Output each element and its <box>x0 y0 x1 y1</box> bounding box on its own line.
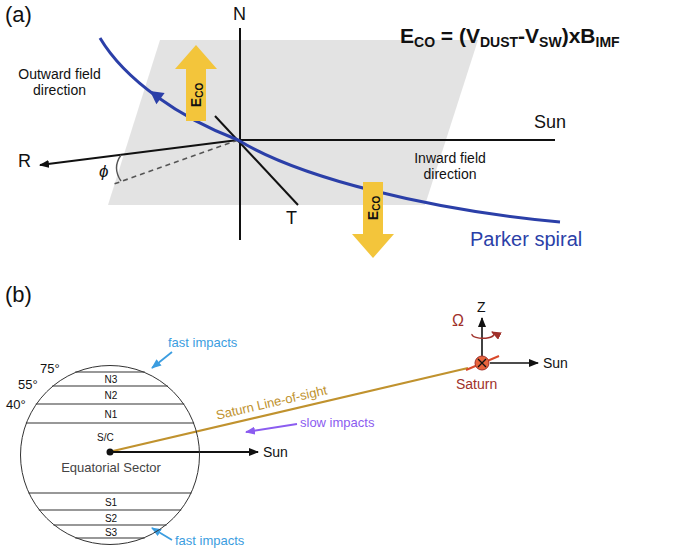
text-label: Sun <box>263 444 288 460</box>
formula-part: - <box>518 24 525 47</box>
text-label: ϕ <box>99 162 108 182</box>
latitude-band: N3 <box>81 373 141 387</box>
text-label: Outward field direction <box>12 66 107 98</box>
formula-part: B <box>580 24 595 47</box>
sector-label: Equatorial Sector <box>21 460 201 475</box>
field-arrowhead <box>146 85 165 104</box>
phi-arc <box>117 155 122 181</box>
efield-arrow: ECO <box>175 45 217 121</box>
saturn-ring <box>466 356 499 370</box>
efield-arrow: ECO <box>352 182 394 258</box>
text-label: fast impacts <box>168 336 237 351</box>
text-label: Sun <box>543 355 568 371</box>
band-label: S1 <box>81 494 141 511</box>
text-label: Saturn <box>456 376 497 392</box>
text-label: T <box>286 208 297 229</box>
text-label: Parker spiral <box>470 228 582 251</box>
formula-part: V <box>466 24 480 47</box>
formula-subscript: CO <box>414 34 435 50</box>
band-label: S2 <box>81 511 141 526</box>
text-label: Ω <box>452 312 464 330</box>
efield-subscript: CO <box>371 196 382 211</box>
latitude-band: S1 <box>81 494 141 511</box>
spin-arrow <box>472 332 494 338</box>
text-label: 75° <box>40 362 60 377</box>
panel-label: (b) <box>5 282 32 307</box>
saturn-sun-arrow <box>490 362 538 364</box>
ecliptic-plane <box>108 40 478 205</box>
formula-part: V <box>525 24 539 47</box>
yellow-arrow-fill <box>352 182 394 258</box>
saturn-line-of-sight <box>113 368 468 451</box>
text-label: Sun <box>534 112 566 133</box>
band-label: N1 <box>81 405 141 424</box>
spacecraft-dot <box>107 449 114 456</box>
formula-subscript: SW <box>539 34 562 50</box>
fast-impact-arrow <box>152 528 172 540</box>
formula-subscript: IMF <box>596 34 620 50</box>
formula-part: )x <box>562 24 581 47</box>
saturn-symbol <box>475 356 489 370</box>
text-label: N <box>233 4 246 25</box>
efield-subscript: CO <box>194 83 205 98</box>
band-label: S3 <box>81 526 141 539</box>
text-label: Z <box>477 299 486 315</box>
yellow-arrow-fill <box>175 45 217 121</box>
efield-label: ECO <box>365 196 382 220</box>
text-label: 55° <box>18 378 38 393</box>
detector-circle: S/C Equatorial Sector N3N2N1S1S2S3 <box>20 365 200 545</box>
text-label: fast impacts <box>175 534 244 549</box>
r-axis <box>40 140 238 165</box>
efield-symbol: E <box>365 211 381 220</box>
t-axis <box>215 116 298 205</box>
parker-spiral <box>100 38 560 222</box>
formula-part: = ( <box>435 24 466 47</box>
formula-subscript: DUST <box>480 34 518 50</box>
text-label: Inward field direction <box>405 150 495 182</box>
phi-dash <box>114 140 238 184</box>
n-axis <box>239 28 241 240</box>
text-label: R <box>18 151 31 172</box>
sun-arrow <box>113 451 258 453</box>
formula: ECO = (VDUST-VSW)xBIMF <box>400 24 620 50</box>
formula-part: E <box>400 24 414 47</box>
fast-impact-arrow <box>152 352 172 368</box>
saturn-cross <box>478 359 486 367</box>
band-lines <box>26 372 194 538</box>
z-axis <box>481 318 483 356</box>
latitude-band: N2 <box>81 387 141 405</box>
panel-label: (a) <box>5 2 32 27</box>
band-label: N2 <box>81 387 141 405</box>
latitude-band: S2 <box>81 511 141 526</box>
band-label: N3 <box>81 373 141 387</box>
text-label: 40° <box>6 398 26 413</box>
slow-impact-arrow <box>246 424 297 432</box>
efield-label: ECO <box>188 83 205 107</box>
text-label: slow impacts <box>300 416 374 431</box>
latitude-band: S3 <box>81 526 141 539</box>
spacecraft-label: S/C <box>97 432 114 443</box>
efield-symbol: E <box>188 98 204 107</box>
latitude-band: N1 <box>81 405 141 424</box>
sun-axis <box>238 139 555 141</box>
